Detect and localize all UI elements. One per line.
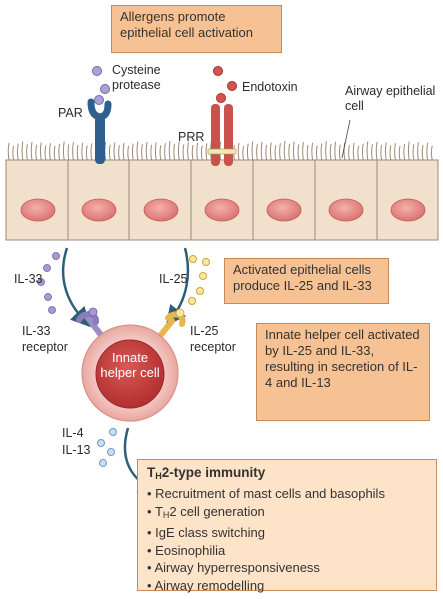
endotoxin-label: Endotoxin (242, 80, 298, 94)
il33-dots (37, 252, 60, 314)
list-item: • Airway hyperresponsiveness (147, 560, 320, 575)
il25-label: IL-25 (159, 272, 188, 286)
il25-receptor-label: IL-25 receptor (190, 324, 236, 354)
th2-immunity-title: TH2-type immunity (147, 465, 266, 481)
il33-receptor-icon (76, 307, 104, 338)
list-item: • Eosinophilia (147, 542, 226, 558)
il25-dots (188, 255, 210, 305)
innate-helper-cell-icon (81, 324, 179, 422)
innate-helper-cell-label: Innate helper cell (100, 350, 160, 380)
prr-label: PRR (178, 130, 205, 144)
arrow-il33 (61, 247, 91, 328)
il25-receptor-icon (157, 308, 186, 339)
par-receptor-icon (87, 98, 112, 164)
allergens-text: Allergens promote epithelial cell activa… (120, 9, 253, 40)
innate-helper-box: Innate helper cell activated by IL-25 an… (256, 323, 430, 421)
cysteine-protease-icon (92, 66, 110, 105)
allergens-box: Allergens promote epithelial cell activa… (111, 5, 282, 53)
par-label: PAR (58, 106, 83, 120)
cysteine-protease-label: Cysteine protease (112, 63, 161, 92)
endotoxin-icon (213, 66, 237, 103)
il33-label: IL-33 (14, 272, 43, 286)
il33-receptor-label: IL-33 receptor (22, 324, 68, 354)
th2-immunity-list: • Recruitment of mast cells and basophil… (147, 485, 427, 594)
list-item: • TH2 cell generation (147, 503, 265, 520)
airway-pointer-line (341, 119, 351, 159)
airway-epithelial-cell-label: Airway epithelial cell (345, 84, 436, 113)
il13-label: IL-13 (62, 443, 91, 457)
list-item: • IgE class switching (147, 525, 265, 540)
prr-receptor-icon (207, 104, 237, 166)
il4-il13-dots (97, 428, 117, 467)
il4-label: IL-4 (62, 426, 84, 440)
th2-immunity-box: TH2-type immunity • Recruitment of mast … (137, 459, 437, 594)
list-item: • Recruitment of mast cells and basophil… (147, 486, 385, 501)
list-item: • Airway remodelling (147, 577, 265, 593)
activated-epithelial-box: Activated epithelial cells produce IL-25… (224, 258, 389, 304)
epithelial-layer (5, 140, 439, 241)
